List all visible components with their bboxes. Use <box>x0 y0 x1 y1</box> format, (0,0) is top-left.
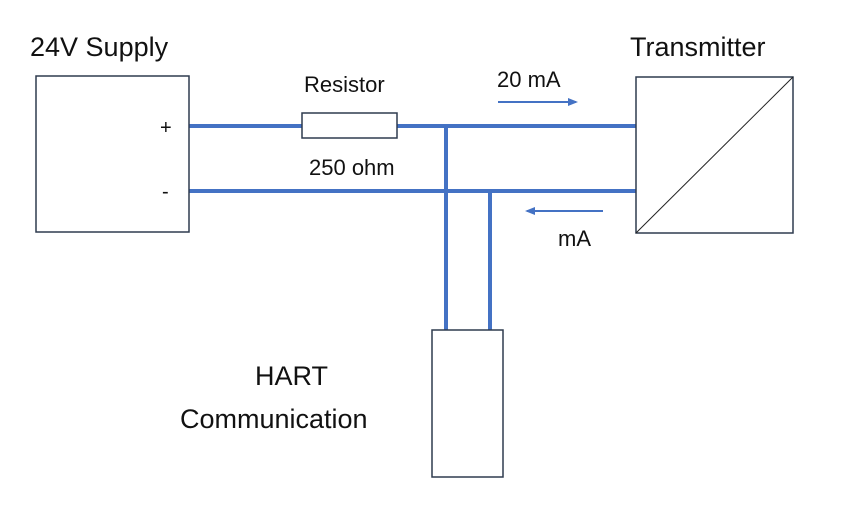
hart-label: HART <box>255 361 328 391</box>
resistor-label: Resistor <box>304 72 385 97</box>
supply-plus-terminal: + <box>160 117 172 139</box>
transmitter-label: Transmitter <box>630 32 766 62</box>
hart-communicator-box <box>431 329 504 478</box>
resistor <box>301 112 398 139</box>
communication-label: Communication <box>180 404 368 434</box>
transmitter-diagonal <box>635 76 794 234</box>
supply-box <box>35 75 190 233</box>
return-current-label: mA <box>558 226 591 251</box>
resistor-value: 250 ohm <box>309 155 395 180</box>
forward-current-label: 20 mA <box>497 67 561 92</box>
supply-label: 24V Supply <box>30 32 169 62</box>
supply-minus-terminal: - <box>162 181 169 203</box>
